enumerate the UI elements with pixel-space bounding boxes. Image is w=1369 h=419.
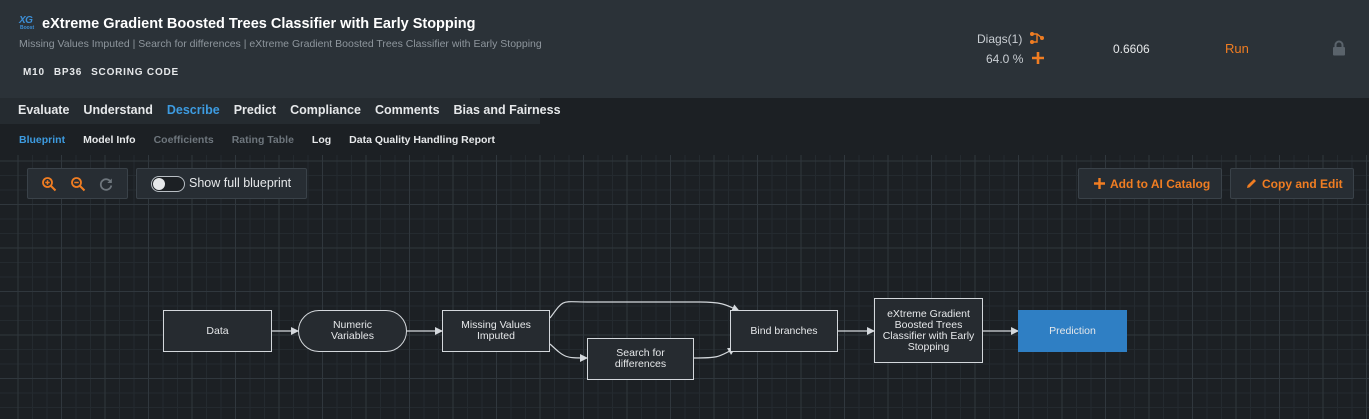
tab-comments[interactable]: Comments bbox=[374, 103, 440, 117]
tab-compliance[interactable]: Compliance bbox=[290, 103, 361, 117]
validation-score: 0.6606 bbox=[1113, 42, 1150, 56]
model-title: eXtreme Gradient Boosted Trees Classifie… bbox=[42, 16, 476, 32]
diagnostics-label[interactable]: Diags(1) bbox=[977, 32, 1023, 46]
node-label: Search for differences bbox=[614, 347, 667, 370]
zoom-controls bbox=[27, 168, 128, 199]
blueprint-node-xgboost[interactable]: eXtreme Gradient Boosted Trees Classifie… bbox=[874, 298, 983, 363]
lock-icon bbox=[1333, 40, 1345, 56]
tab-bias-and-fairness[interactable]: Bias and Fairness bbox=[453, 103, 561, 117]
full-blueprint-toggle-group: Show full blueprint bbox=[136, 168, 307, 199]
blueprint-node-search-for-differences[interactable]: Search for differences bbox=[587, 338, 694, 380]
model-tags: M10 BP36 SCORING CODE bbox=[23, 67, 179, 78]
blueprint-tag: BP36 bbox=[53, 67, 83, 78]
zoom-out-icon[interactable] bbox=[70, 176, 86, 192]
subtab-blueprint[interactable]: Blueprint bbox=[19, 134, 66, 146]
model-subtitle: Missing Values Imputed | Search for diff… bbox=[19, 38, 542, 50]
subtab-log[interactable]: Log bbox=[311, 134, 332, 146]
node-label: eXtreme Gradient Boosted Trees Classifie… bbox=[882, 307, 975, 353]
blueprint-node-bind-branches[interactable]: Bind branches bbox=[730, 310, 838, 352]
xgboost-logo: XG Boost bbox=[19, 15, 35, 31]
full-blueprint-label: Show full blueprint bbox=[189, 176, 292, 190]
node-label: Missing Values Imputed bbox=[461, 319, 531, 342]
run-button[interactable]: Run bbox=[1225, 41, 1249, 56]
subtab-rating-table: Rating Table bbox=[231, 134, 294, 146]
tab-evaluate[interactable]: Evaluate bbox=[18, 103, 70, 117]
add-to-ai-catalog-button[interactable]: Add to AI Catalog bbox=[1078, 168, 1222, 199]
plus-icon[interactable] bbox=[1031, 51, 1045, 65]
toggle-knob bbox=[153, 178, 165, 190]
pencil-icon bbox=[1247, 179, 1256, 188]
subtab-model-info[interactable]: Model Info bbox=[83, 134, 136, 146]
subtab-coefficients: Coefficients bbox=[153, 134, 214, 146]
subtab-data-quality-report[interactable]: Data Quality Handling Report bbox=[349, 134, 496, 146]
tab-describe[interactable]: Describe bbox=[166, 103, 220, 117]
blueprint-canvas[interactable] bbox=[0, 155, 1369, 419]
refresh-icon[interactable] bbox=[98, 176, 114, 192]
full-blueprint-toggle[interactable] bbox=[151, 176, 185, 192]
tab-predict[interactable]: Predict bbox=[233, 103, 277, 117]
copy-and-edit-label: Copy and Edit bbox=[1262, 176, 1343, 191]
blueprint-node-data[interactable]: Data bbox=[163, 310, 272, 352]
plus-icon bbox=[1094, 178, 1105, 189]
diagnostics-icon[interactable] bbox=[1029, 31, 1045, 45]
model-tabs: Evaluate Understand Describe Predict Com… bbox=[0, 98, 561, 124]
model-header: XG Boost eXtreme Gradient Boosted Trees … bbox=[0, 0, 1369, 98]
copy-and-edit-button[interactable]: Copy and Edit bbox=[1230, 168, 1354, 199]
add-to-ai-catalog-label: Add to AI Catalog bbox=[1110, 176, 1211, 191]
scoring-code-tag: SCORING CODE bbox=[91, 67, 180, 78]
tab-understand[interactable]: Understand bbox=[83, 103, 153, 117]
node-label: Numeric Variables bbox=[331, 319, 374, 342]
blueprint-node-missing-values-imputed[interactable]: Missing Values Imputed bbox=[442, 310, 550, 352]
blueprint-node-numeric-variables[interactable]: Numeric Variables bbox=[298, 310, 407, 352]
zoom-in-icon[interactable] bbox=[41, 176, 57, 192]
blueprint-node-prediction[interactable]: Prediction bbox=[1018, 310, 1127, 352]
model-tag: M10 bbox=[23, 67, 45, 78]
sample-percent: 64.0 % bbox=[986, 52, 1024, 66]
describe-subtabs: Blueprint Model Info Coefficients Rating… bbox=[19, 134, 495, 146]
